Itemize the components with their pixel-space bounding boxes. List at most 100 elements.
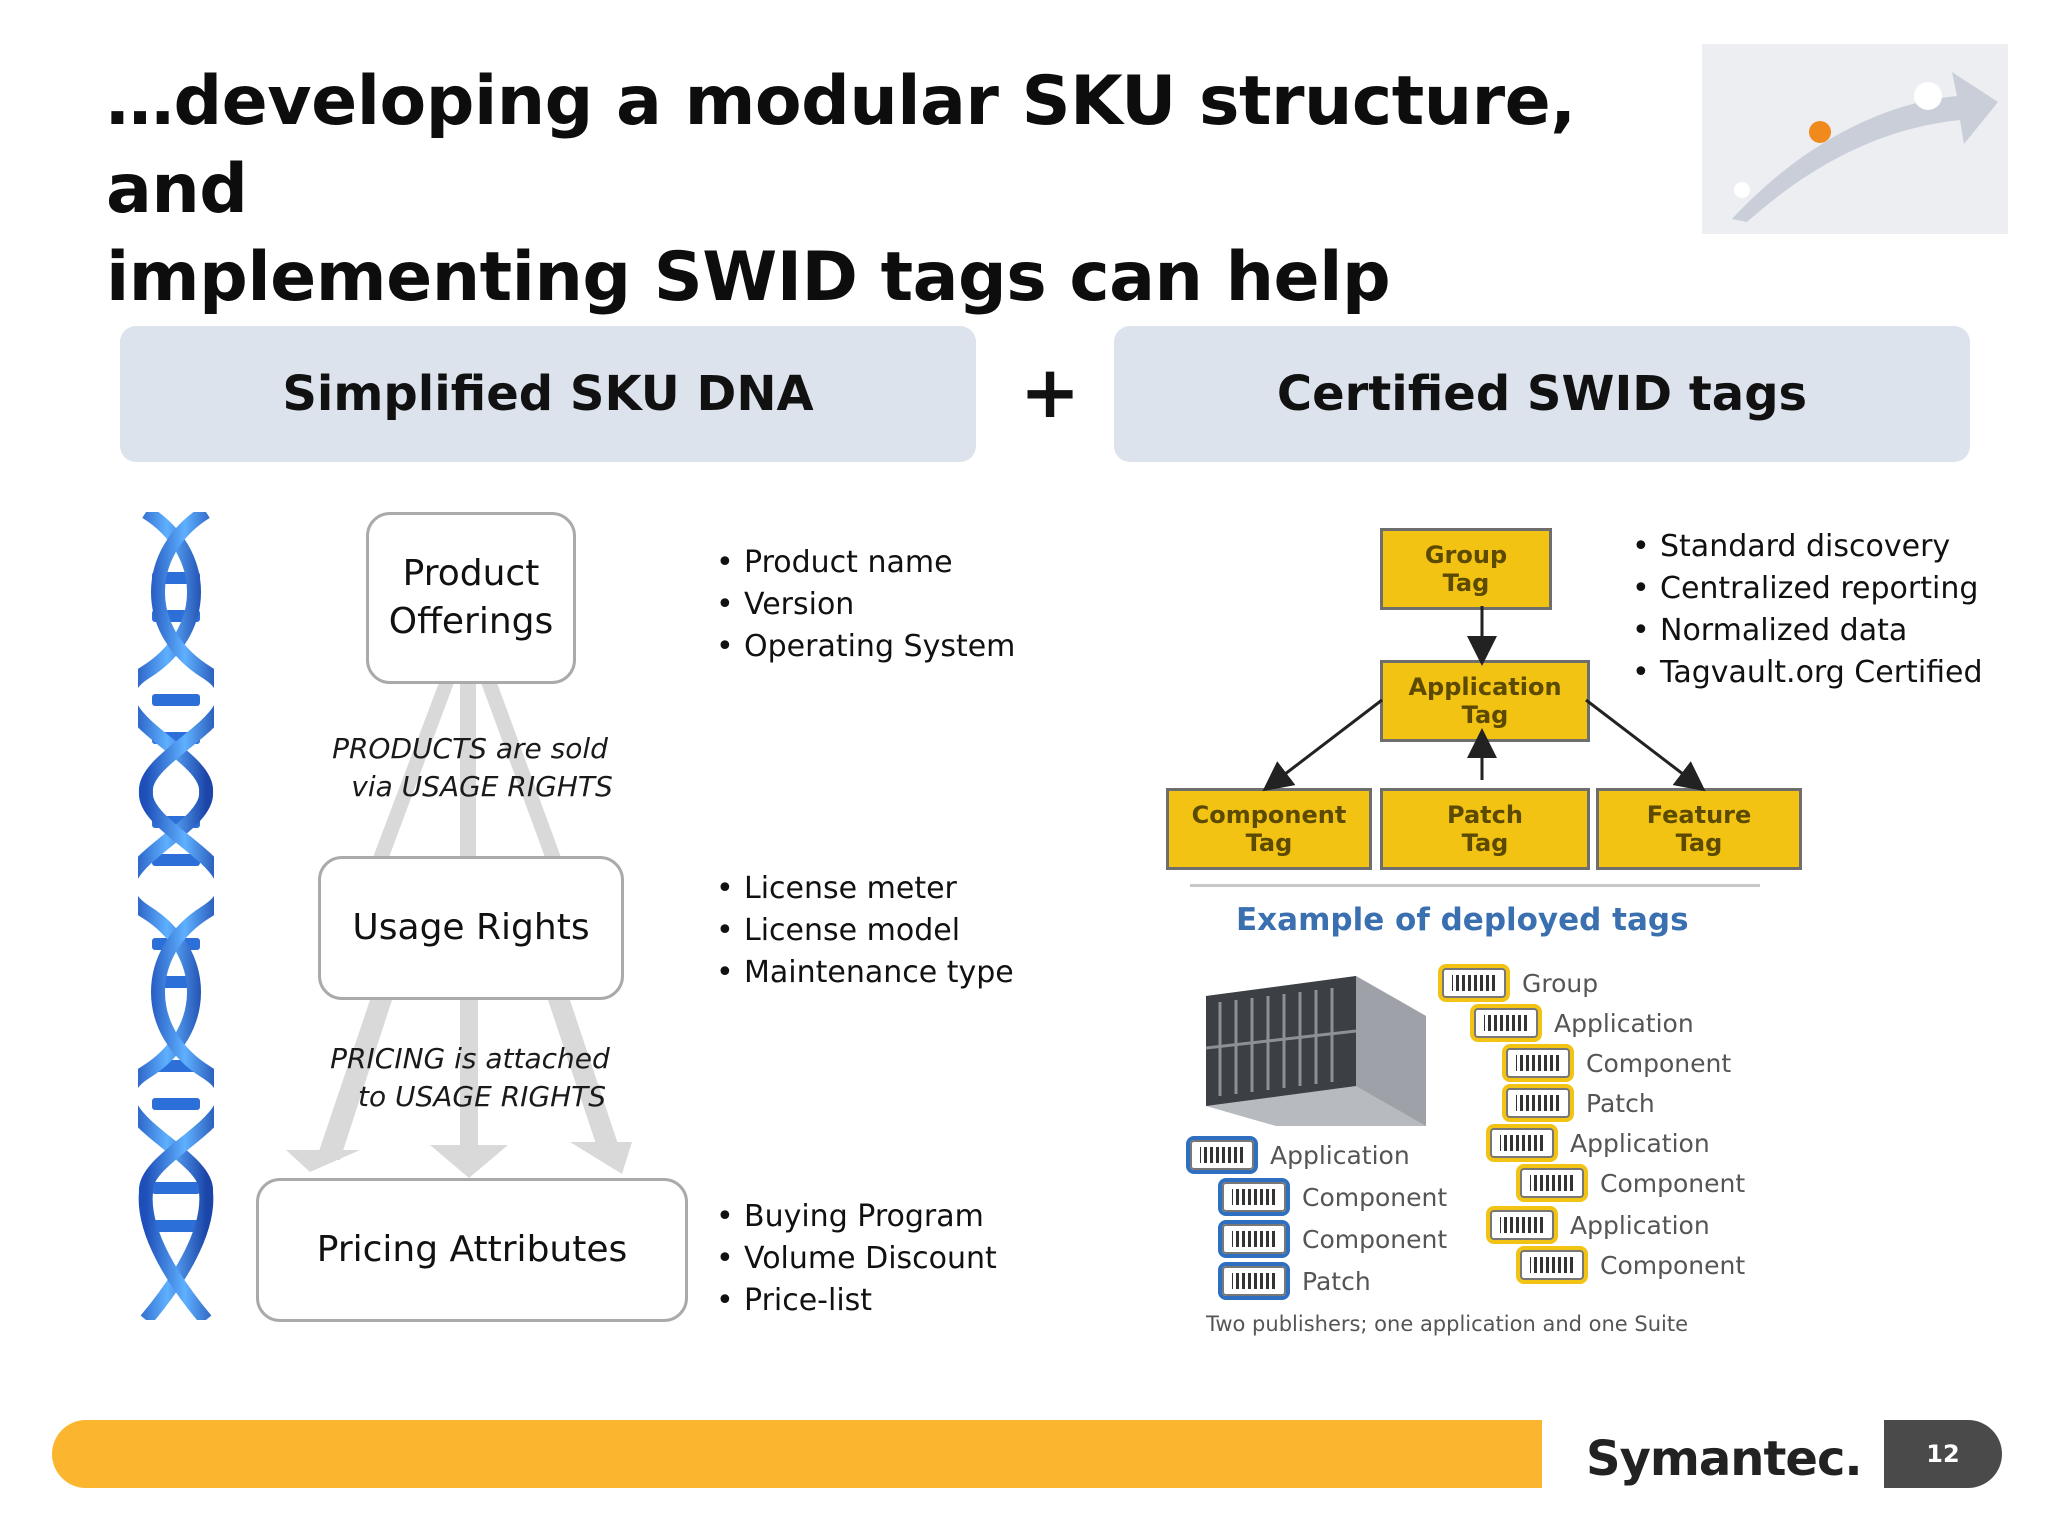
deployed-tag-label: Patch bbox=[1302, 1266, 1371, 1296]
bullet-item: Buying Program bbox=[716, 1196, 997, 1238]
tag-hierarchy-connectors bbox=[1262, 606, 1706, 792]
deployed-tags-caption: Two publishers; one application and one … bbox=[1206, 1312, 1689, 1336]
deployed-tag-label: Component bbox=[1600, 1168, 1746, 1198]
application-tag-line-1: Application bbox=[1408, 673, 1562, 701]
deployed-yellow-tag: Application bbox=[1490, 1210, 1710, 1240]
header-simplified-sku-dna-label: Simplified SKU DNA bbox=[282, 366, 814, 422]
bullet-item: License meter bbox=[716, 868, 1014, 910]
pricing-attributes-box: Pricing Attributes bbox=[256, 1178, 688, 1322]
barcode-icon bbox=[1520, 1250, 1584, 1280]
feature-tag-line-2: Tag bbox=[1675, 829, 1723, 857]
deployed-yellow-tag: Application bbox=[1474, 1008, 1694, 1038]
bullet-item: Standard discovery bbox=[1632, 526, 1983, 568]
bullets-pricing-attributes: Buying Program Volume Discount Price-lis… bbox=[716, 1196, 997, 1322]
bullet-item: Price-list bbox=[716, 1280, 997, 1322]
bullet-item: Centralized reporting bbox=[1632, 568, 1983, 610]
footer-accent-bar bbox=[52, 1420, 1542, 1488]
product-offerings-box: Product Offerings bbox=[366, 512, 576, 684]
product-offerings-line-2: Offerings bbox=[388, 601, 554, 642]
barcode-icon bbox=[1506, 1088, 1570, 1118]
component-tag-line-2: Tag bbox=[1245, 829, 1293, 857]
barcode-icon bbox=[1474, 1008, 1538, 1038]
barcode-icon bbox=[1190, 1140, 1254, 1170]
slide-title-line-1: …developing a modular SKU structure, and bbox=[106, 62, 1576, 229]
header-certified-swid-tags-label: Certified SWID tags bbox=[1276, 366, 1808, 422]
deployed-tag-label: Application bbox=[1554, 1008, 1694, 1038]
bullet-item: Product name bbox=[716, 542, 1015, 584]
deployed-tag-label: Patch bbox=[1586, 1088, 1655, 1118]
note-pricing-attached-line-1: PRICING is attached bbox=[330, 1042, 610, 1075]
note-pricing-attached-line-2: to USAGE RIGHTS bbox=[357, 1080, 607, 1113]
deployed-tag-label: Component bbox=[1586, 1048, 1732, 1078]
symantec-logo: Symantec. bbox=[1580, 1424, 1863, 1494]
deployed-tag-label: Application bbox=[1270, 1140, 1410, 1170]
note-products-sold-line-2: via USAGE RIGHTS bbox=[351, 770, 613, 803]
application-tag-line-2: Tag bbox=[1461, 701, 1509, 729]
header-simplified-sku-dna: Simplified SKU DNA bbox=[120, 326, 976, 462]
slide-title-line-2: implementing SWID tags can help bbox=[106, 238, 1391, 317]
barcode-icon bbox=[1490, 1210, 1554, 1240]
bullet-item: Tagvault.org Certified bbox=[1632, 652, 1983, 694]
barcode-icon bbox=[1490, 1128, 1554, 1158]
deployed-blue-tag: Component bbox=[1222, 1182, 1447, 1212]
note-products-sold-line-1: PRODUCTS are sold bbox=[332, 732, 608, 765]
group-tag-line-1: Group bbox=[1424, 541, 1508, 569]
deployed-yellow-tag: Component bbox=[1520, 1250, 1745, 1280]
flow-arrows bbox=[286, 680, 632, 1178]
barcode-icon bbox=[1442, 968, 1506, 998]
bullets-usage-rights: License meter License model Maintenance … bbox=[716, 868, 1014, 994]
bullets-swid-benefits: Standard discovery Centralized reporting… bbox=[1632, 526, 1983, 694]
deployed-tags-title: Example of deployed tags bbox=[1236, 902, 1689, 938]
deployed-blue-tag: Patch bbox=[1222, 1266, 1371, 1296]
deployed-yellow-tag: Group bbox=[1442, 968, 1598, 998]
slide-title: …developing a modular SKU structure, and… bbox=[106, 58, 1606, 322]
bullet-item: Operating System bbox=[716, 626, 1015, 668]
plus-operator: + bbox=[1019, 350, 1081, 434]
deployed-yellow-tag: Component bbox=[1506, 1048, 1731, 1078]
usage-rights-box: Usage Rights bbox=[318, 856, 624, 1000]
barcode-icon bbox=[1222, 1182, 1286, 1212]
bullets-product-offerings: Product name Version Operating System bbox=[716, 542, 1015, 668]
deployed-tag-label: Component bbox=[1302, 1224, 1448, 1254]
barcode-icon bbox=[1222, 1224, 1286, 1254]
bullet-item: Volume Discount bbox=[716, 1238, 997, 1280]
product-offerings-line-1: Product bbox=[402, 553, 540, 594]
bullet-item: Normalized data bbox=[1632, 610, 1983, 652]
usage-rights-label: Usage Rights bbox=[352, 907, 590, 948]
page-number: 12 bbox=[1884, 1420, 2002, 1488]
note-products-sold: PRODUCTS are sold via USAGE RIGHTS bbox=[320, 730, 620, 806]
barcode-icon bbox=[1506, 1048, 1570, 1078]
bullet-item: Maintenance type bbox=[716, 952, 1014, 994]
server-icon bbox=[1205, 976, 1426, 1126]
feature-tag-line-1: Feature bbox=[1646, 801, 1752, 829]
barcode-icon bbox=[1520, 1168, 1584, 1198]
deployed-tag-label: Component bbox=[1600, 1250, 1746, 1280]
component-tag-line-1: Component bbox=[1191, 801, 1347, 829]
deployed-tag-label: Application bbox=[1570, 1128, 1710, 1158]
patch-tag-line-1: Patch bbox=[1447, 801, 1523, 829]
deployed-tag-label: Application bbox=[1570, 1210, 1710, 1240]
deployed-tag-label: Component bbox=[1302, 1182, 1448, 1212]
barcode-icon bbox=[1222, 1266, 1286, 1296]
patch-tag-line-2: Tag bbox=[1461, 829, 1509, 857]
bullet-item: Version bbox=[716, 584, 1015, 626]
deployed-tag-label: Group bbox=[1522, 968, 1599, 998]
bullet-item: License model bbox=[716, 910, 1014, 952]
deployed-blue-tag: Component bbox=[1222, 1224, 1447, 1254]
group-tag-line-2: Tag bbox=[1442, 569, 1490, 597]
note-pricing-attached: PRICING is attached to USAGE RIGHTS bbox=[320, 1040, 620, 1116]
pricing-attributes-label: Pricing Attributes bbox=[316, 1229, 628, 1270]
progress-arrow-graphic bbox=[1702, 44, 2008, 234]
divider bbox=[1190, 884, 1760, 887]
deployed-yellow-tag: Component bbox=[1520, 1168, 1745, 1198]
symantec-wordmark: Symantec. bbox=[1586, 1431, 1863, 1487]
deployed-blue-tag: Application bbox=[1190, 1140, 1410, 1170]
header-certified-swid-tags: Certified SWID tags bbox=[1114, 326, 1970, 462]
deployed-yellow-tag: Patch bbox=[1506, 1088, 1655, 1118]
arrow-icon bbox=[1732, 72, 1998, 222]
deployed-yellow-tag: Application bbox=[1490, 1128, 1710, 1158]
